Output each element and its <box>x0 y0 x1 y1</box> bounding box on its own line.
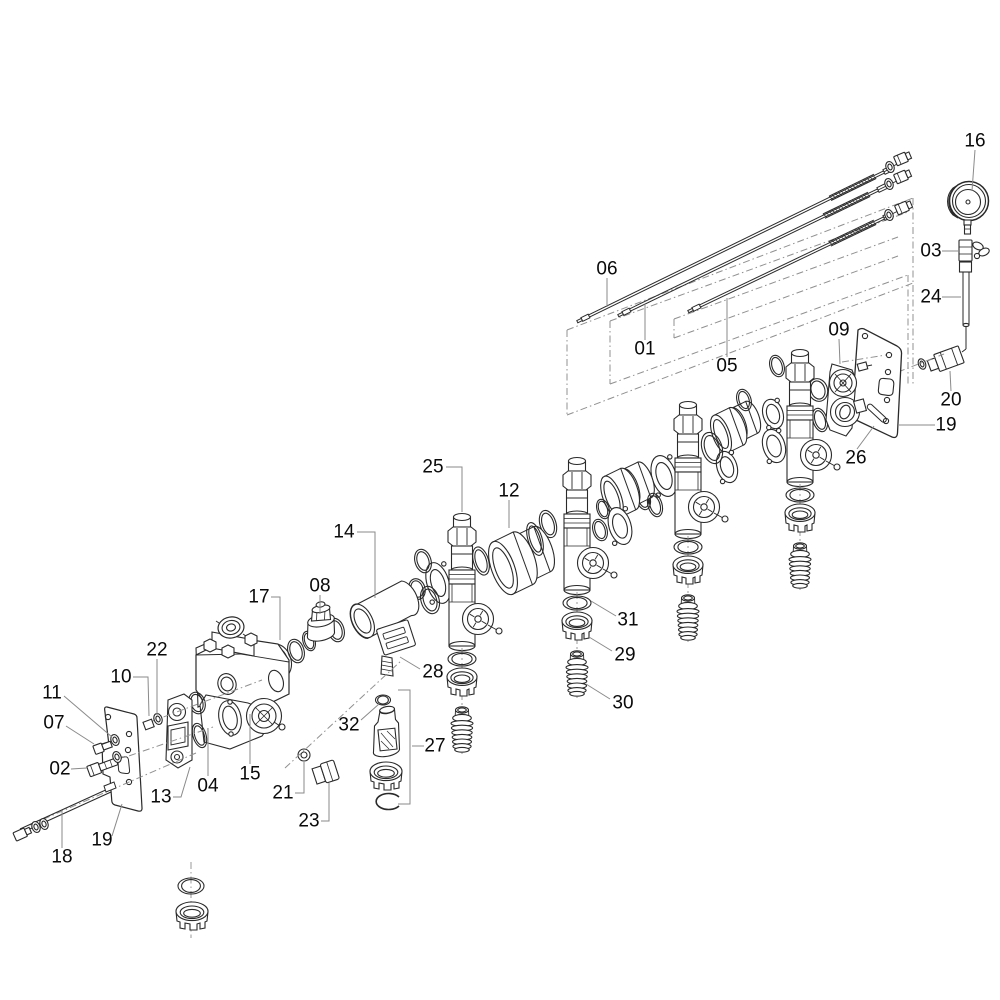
svg-text:15: 15 <box>239 764 260 785</box>
svg-text:26: 26 <box>845 448 866 469</box>
svg-text:06: 06 <box>596 259 617 280</box>
svg-text:20: 20 <box>940 390 961 411</box>
svg-text:05: 05 <box>716 356 737 377</box>
svg-text:13: 13 <box>150 787 171 808</box>
svg-text:02: 02 <box>49 759 70 780</box>
svg-text:14: 14 <box>333 522 355 543</box>
svg-text:23: 23 <box>298 811 319 832</box>
svg-text:30: 30 <box>612 693 633 714</box>
svg-text:27: 27 <box>424 736 445 757</box>
svg-text:18: 18 <box>51 847 72 868</box>
svg-text:21: 21 <box>272 783 293 804</box>
svg-text:12: 12 <box>498 481 519 502</box>
svg-text:10: 10 <box>110 667 131 688</box>
svg-text:19: 19 <box>935 415 956 436</box>
svg-text:04: 04 <box>197 776 219 797</box>
svg-text:24: 24 <box>920 287 942 308</box>
svg-text:07: 07 <box>43 713 64 734</box>
svg-text:17: 17 <box>248 587 269 608</box>
svg-text:01: 01 <box>634 339 655 360</box>
svg-text:08: 08 <box>309 576 330 597</box>
svg-text:09: 09 <box>828 320 849 341</box>
svg-text:03: 03 <box>920 241 941 262</box>
svg-text:25: 25 <box>422 457 443 478</box>
svg-text:28: 28 <box>422 662 443 683</box>
svg-text:11: 11 <box>42 683 62 704</box>
svg-text:32: 32 <box>338 715 359 736</box>
svg-text:31: 31 <box>617 610 638 631</box>
svg-text:29: 29 <box>614 645 635 666</box>
svg-text:22: 22 <box>146 640 167 661</box>
svg-text:19: 19 <box>91 830 112 851</box>
svg-text:16: 16 <box>964 131 985 152</box>
